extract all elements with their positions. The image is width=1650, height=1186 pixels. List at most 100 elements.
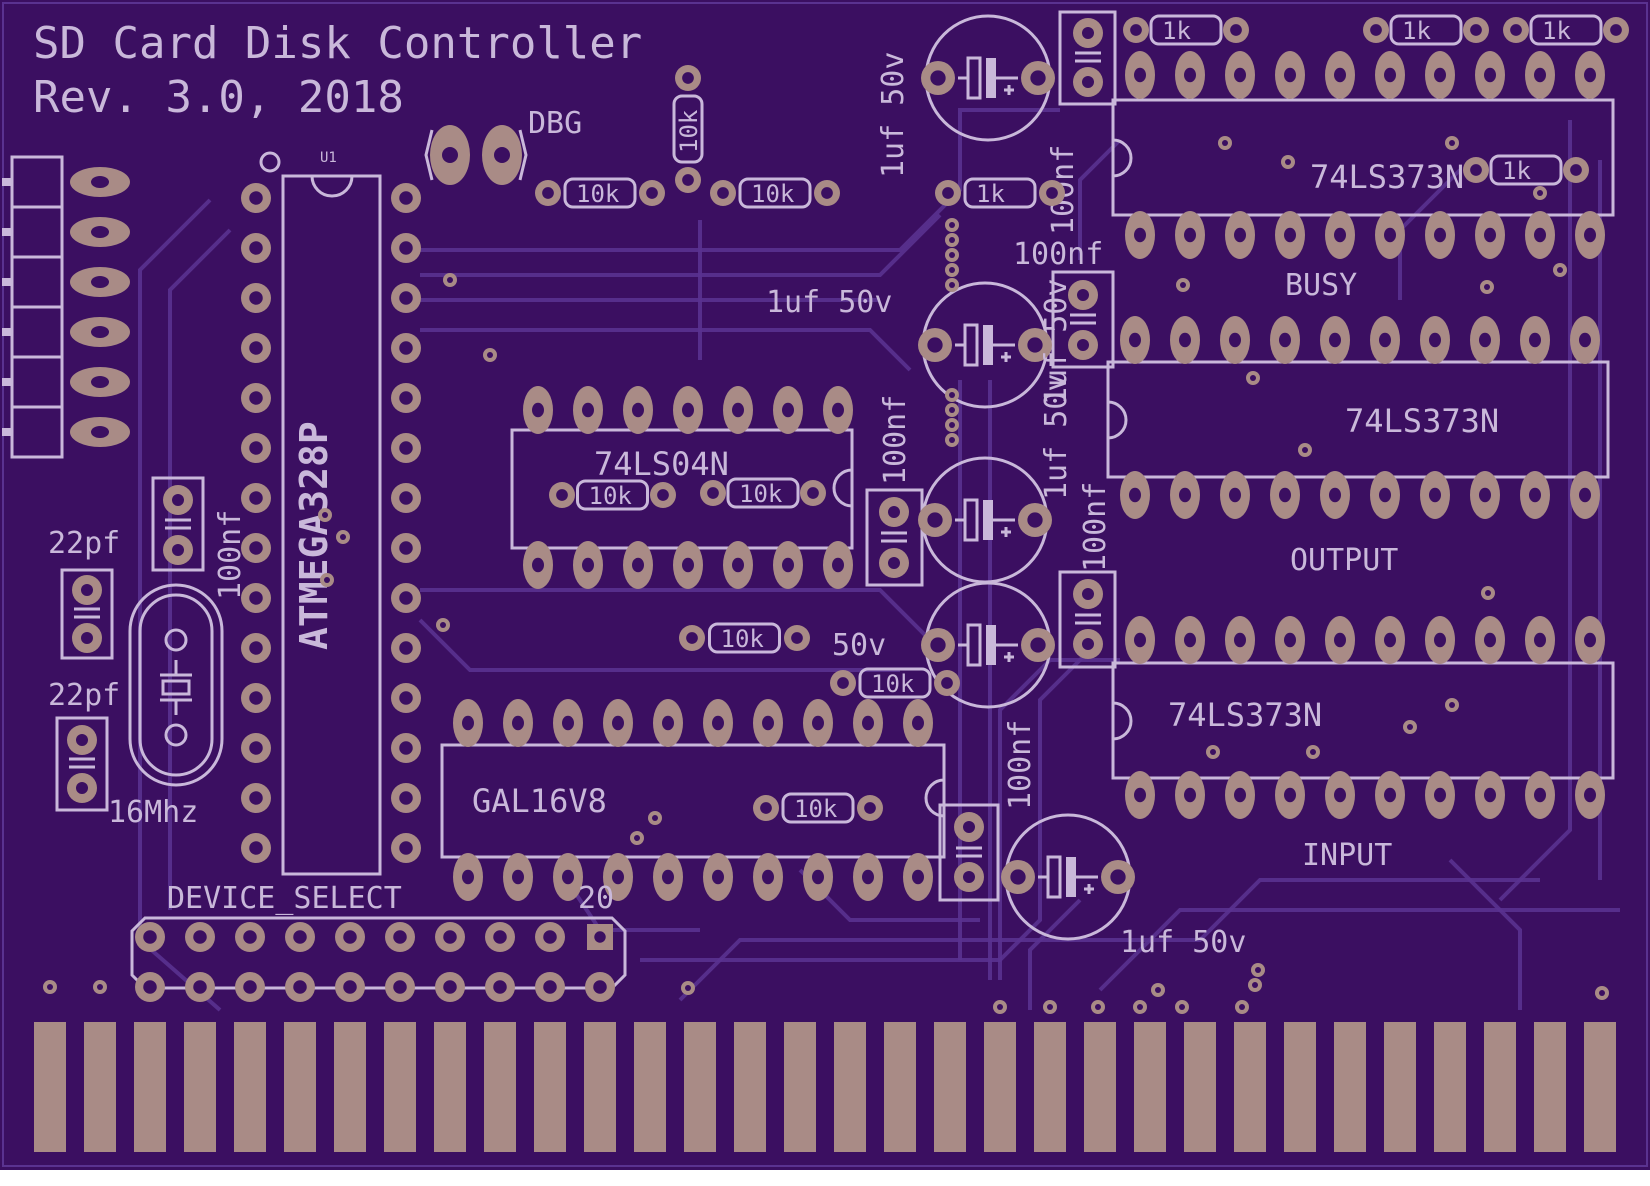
cap-100nf-c-label: 100nf <box>1078 482 1113 572</box>
edge-finger <box>1134 1022 1166 1152</box>
resistor-label: 10k <box>794 795 838 823</box>
resistor-label: 1k <box>976 180 1005 208</box>
cap-100nf-mcu: 100nf <box>151 476 248 600</box>
edge-finger <box>534 1022 566 1152</box>
input-label: INPUT <box>1302 838 1392 873</box>
edge-finger <box>34 1022 66 1152</box>
edge-finger <box>184 1022 216 1152</box>
resistor-body <box>708 622 781 654</box>
dbg-label: DBG <box>528 106 582 141</box>
cap-22pf-a: 22pf <box>48 526 120 660</box>
debug-jumper: DBG <box>424 106 582 185</box>
ic-gal16v8: GAL16V8 <box>440 699 946 901</box>
latch-input-label: 74LS373N <box>1168 696 1322 734</box>
edge-finger <box>684 1022 716 1152</box>
ecap-2-label: 1uf 50v <box>766 285 892 320</box>
resistor-label: 10k <box>721 625 765 653</box>
gal-label: GAL16V8 <box>472 782 607 820</box>
resistor-body <box>1389 14 1463 46</box>
mcu-atmega328p: U1 ATMEGA328P <box>241 150 421 876</box>
trace-layer <box>138 108 1620 1012</box>
edge-finger <box>434 1022 466 1152</box>
edge-finger <box>634 1022 666 1152</box>
resistor-label: 10k <box>576 180 620 208</box>
board-title: SD Card Disk Controller <box>33 18 642 69</box>
output-label: OUTPUT <box>1290 543 1398 578</box>
resistor-body <box>726 477 800 509</box>
edge-finger <box>134 1022 166 1152</box>
ic-74ls04n: 74LS04N <box>510 386 854 589</box>
latch-output-label: 74LS373N <box>1345 402 1499 440</box>
ic-latch-output: 74LS373N OUTPUT <box>1106 316 1610 578</box>
resistor-body <box>738 177 812 209</box>
resistor-label: 10k <box>871 670 915 698</box>
edge-finger <box>484 1022 516 1152</box>
edge-finger <box>934 1022 966 1152</box>
resistor-body <box>1489 154 1563 186</box>
edge-finger <box>1484 1022 1516 1152</box>
edge-finger <box>234 1022 266 1152</box>
ecap-4-label: 1uf 50v <box>1039 374 1074 500</box>
edge-finger <box>834 1022 866 1152</box>
edge-finger <box>584 1022 616 1152</box>
cap-100nf-inv-label: 100nf <box>878 395 913 485</box>
cap-22pf-a-label: 22pf <box>48 526 120 561</box>
cap-100nf-b-label: 100nf <box>1013 237 1103 272</box>
resistor-body <box>1529 14 1603 46</box>
edge-finger <box>84 1022 116 1152</box>
ecap-3-label: 1uf 50v <box>1039 279 1074 405</box>
ic-latch-input: 74LS373N INPUT <box>1111 616 1615 873</box>
edge-finger <box>1534 1022 1566 1152</box>
ic-latch-busy: 74LS373N BUSY <box>1111 51 1615 303</box>
latch-busy-label: 74LS373N <box>1310 158 1464 196</box>
edge-finger <box>1184 1022 1216 1152</box>
edge-finger <box>1284 1022 1316 1152</box>
resistor-label: 1k <box>1502 157 1531 185</box>
edge-finger <box>334 1022 366 1152</box>
cap-100nf-d-label: 100nf <box>1003 720 1038 810</box>
edge-finger <box>784 1022 816 1152</box>
crystal-16mhz: 16Mhz <box>108 583 224 830</box>
resistor-body <box>1149 14 1223 46</box>
edge-finger <box>1384 1022 1416 1152</box>
device-select-label: DEVICE_SELECT <box>167 881 402 916</box>
edge-finger <box>1034 1022 1066 1152</box>
edge-finger <box>984 1022 1016 1152</box>
edge-finger <box>734 1022 766 1152</box>
resistor-label: 10k <box>675 109 703 153</box>
inverter-label: 74LS04N <box>594 445 729 483</box>
cap-100nf-inverter: 100nf <box>865 395 924 587</box>
crystal-label: 16Mhz <box>108 795 198 830</box>
edge-finger <box>1584 1022 1616 1152</box>
edge-finger <box>1434 1022 1466 1152</box>
edge-finger <box>1234 1022 1266 1152</box>
cap-100nf-input: 100nf <box>1058 482 1117 669</box>
edge-finger <box>1084 1022 1116 1152</box>
edge-connector <box>34 1022 1616 1152</box>
resistor-label: 1k <box>1542 17 1571 45</box>
device-select-header: DEVICE_SELECT 20 <box>130 881 627 1002</box>
resistor-label: 10k <box>589 482 633 510</box>
edge-finger <box>384 1022 416 1152</box>
resistor-body <box>576 479 649 511</box>
busy-label: BUSY <box>1285 268 1357 303</box>
via-layer <box>43 136 1609 1014</box>
resistor-body <box>963 177 1037 209</box>
board-revision: Rev. 3.0, 2018 <box>33 72 404 123</box>
cap-100nf-output: 100nf <box>1013 237 1115 369</box>
cap-22pf-b-label: 22pf <box>48 678 120 713</box>
cap-100nf-mcu-label: 100nf <box>213 510 248 600</box>
ecap-6-label: 50v <box>832 628 886 663</box>
edge-finger <box>884 1022 916 1152</box>
resistor-label: 1k <box>1402 17 1431 45</box>
resistor-label: 10k <box>739 480 783 508</box>
resistor-body <box>672 94 704 164</box>
cap-22pf-b: 22pf <box>48 678 120 812</box>
mcu-label: ATMEGA328P <box>292 421 336 650</box>
resistor-label: 1k <box>1162 17 1191 45</box>
edge-finger <box>1334 1022 1366 1152</box>
resistor-body <box>781 792 855 824</box>
pin20-label: 20 <box>578 881 614 916</box>
ecap-1-label: 1uf 50v <box>876 52 911 178</box>
